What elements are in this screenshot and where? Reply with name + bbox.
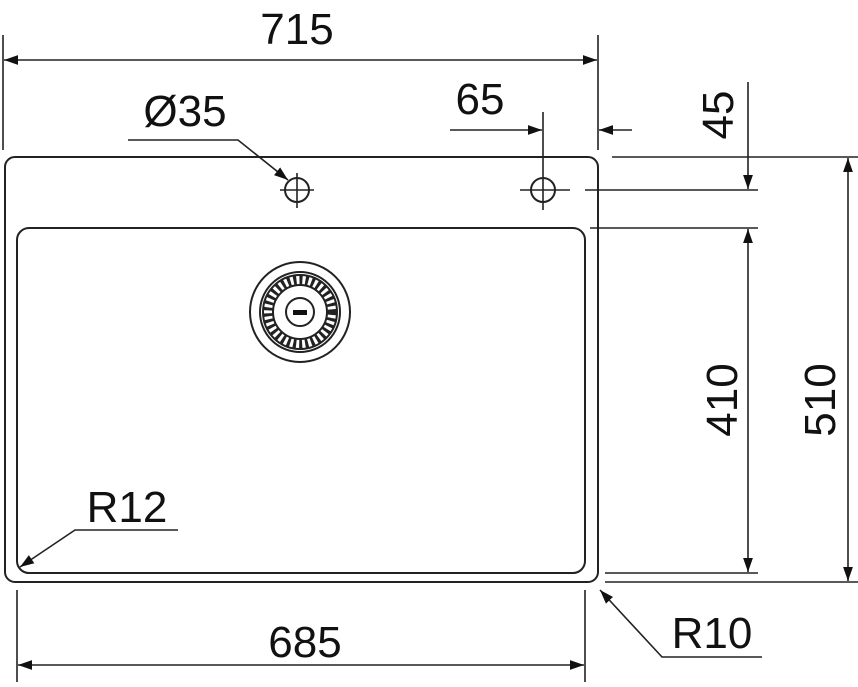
label-410: 410	[698, 363, 747, 436]
bowl-outline	[16, 227, 586, 574]
label-685: 685	[268, 618, 341, 667]
label-45: 45	[694, 91, 743, 140]
label-r10: R10	[672, 609, 753, 658]
drain-strainer	[249, 261, 351, 363]
dimension-bowl-radius: R12	[19, 483, 178, 568]
dimension-corner-radius: R10	[599, 589, 762, 658]
tap-hole-left	[280, 173, 314, 208]
label-715: 715	[260, 5, 333, 54]
label-diameter-35: Ø35	[143, 87, 226, 136]
dimension-bowl-depth: 410	[698, 229, 753, 572]
dimension-overall-depth: 510	[796, 158, 853, 581]
extension-lines-right	[585, 156, 858, 583]
dimension-tap-hole-depth: 45	[694, 82, 753, 189]
tap-hole-right	[520, 112, 570, 210]
dimension-overall-width: 715	[2, 5, 599, 150]
dimension-bowl-width: 685	[16, 590, 586, 682]
label-r12: R12	[87, 483, 168, 532]
dimension-tap-hole-diameter: Ø35	[128, 87, 289, 181]
label-510: 510	[796, 363, 845, 436]
dimension-tap-hole-offset: 65	[450, 75, 632, 135]
label-65: 65	[456, 75, 505, 124]
sink-outer-outline	[4, 156, 599, 583]
